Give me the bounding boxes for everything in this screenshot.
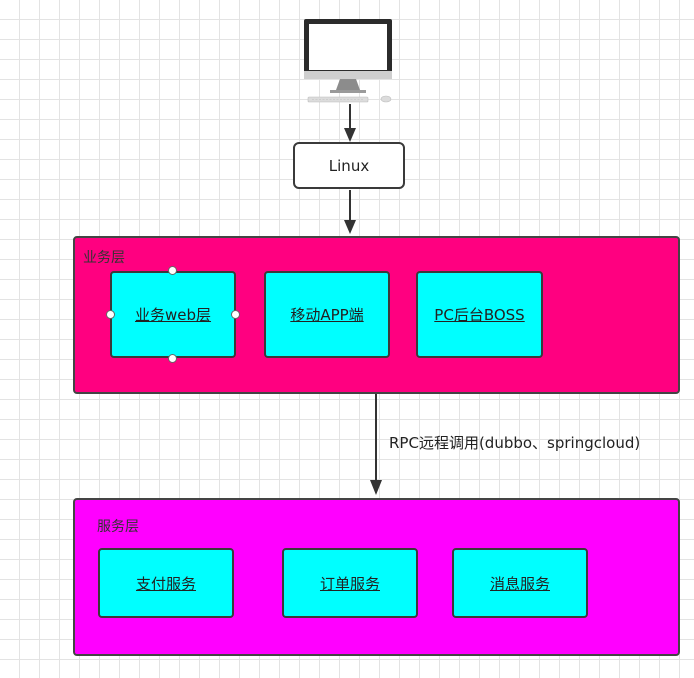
business-web-node[interactable]: 业务web层 xyxy=(110,271,236,358)
rpc-edge-label: RPC远程调用(dubbo、springcloud) xyxy=(389,434,641,452)
service-layer-title: 服务层 xyxy=(97,519,139,535)
desktop-computer-icon xyxy=(304,19,392,103)
arrow-linux-to-business-layer xyxy=(344,190,356,234)
pc-boss-node[interactable]: PC后台BOSS xyxy=(416,271,543,358)
selection-handle-right[interactable] xyxy=(231,310,240,319)
selection-handle-bottom[interactable] xyxy=(168,354,177,363)
business-web-label: 业务web层 xyxy=(134,306,212,324)
arrow-computer-to-linux xyxy=(344,104,356,142)
arrow-business-to-service-layer xyxy=(370,394,382,495)
mobile-app-label: 移动APP端 xyxy=(290,306,364,324)
mobile-app-node[interactable]: 移动APP端 xyxy=(264,271,390,358)
message-service-node[interactable]: 消息服务 xyxy=(452,548,588,618)
payment-service-label: 支付服务 xyxy=(135,574,196,593)
selection-handle-top[interactable] xyxy=(168,266,177,275)
payment-service-node[interactable]: 支付服务 xyxy=(98,548,234,618)
order-service-node[interactable]: 订单服务 xyxy=(282,548,418,618)
message-service-label: 消息服务 xyxy=(489,574,550,593)
business-layer-title: 业务层 xyxy=(83,250,125,266)
pc-boss-label: PC后台BOSS xyxy=(434,306,525,324)
linux-label: Linux xyxy=(328,156,370,175)
linux-node[interactable]: Linux xyxy=(293,142,405,189)
selection-handle-left[interactable] xyxy=(106,310,115,319)
order-service-label: 订单服务 xyxy=(319,574,380,593)
